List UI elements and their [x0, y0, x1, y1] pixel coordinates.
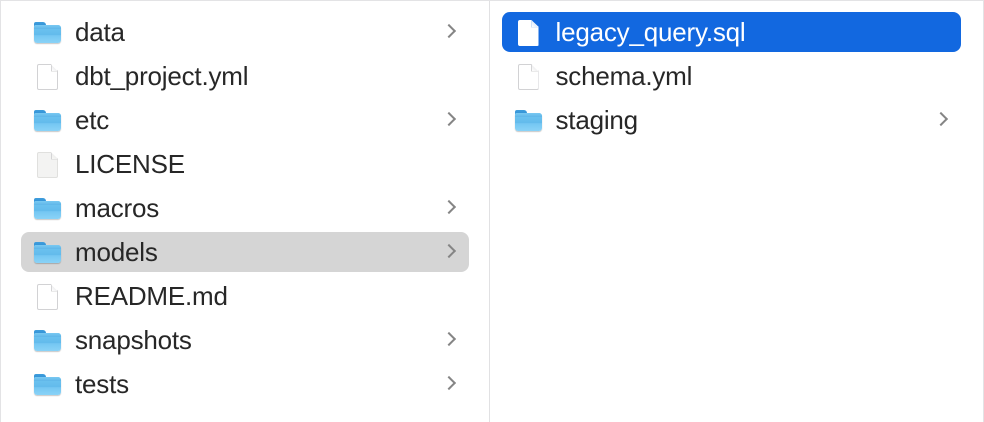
file-name-label: data — [75, 17, 125, 47]
file-column-models[interactable]: legacy_query.sql schema.yml staging — [489, 1, 983, 422]
chevron-right-icon[interactable] — [443, 22, 455, 42]
document-icon — [33, 62, 61, 90]
chevron-right-icon[interactable] — [443, 330, 455, 350]
chevron-right-icon[interactable] — [443, 110, 455, 130]
file-row[interactable]: macros — [21, 188, 469, 228]
chevron-right-icon — [443, 154, 455, 174]
chevron-right-icon[interactable] — [443, 198, 455, 218]
file-row[interactable]: snapshots — [21, 320, 469, 360]
file-name-label: snapshots — [75, 325, 192, 355]
file-row[interactable]: tests — [21, 364, 469, 404]
file-row[interactable]: legacy_query.sql — [501, 12, 961, 52]
document-plain-icon — [33, 150, 61, 178]
folder-icon — [33, 194, 61, 222]
document-icon — [514, 62, 542, 90]
file-row[interactable]: staging — [502, 100, 962, 140]
chevron-right-icon[interactable] — [935, 110, 947, 130]
chevron-right-icon[interactable] — [443, 374, 455, 394]
chevron-right-icon — [935, 66, 947, 86]
chevron-right-icon — [443, 66, 455, 86]
file-row[interactable]: LICENSE — [21, 144, 469, 184]
file-name-label: dbt_project.yml — [75, 61, 249, 91]
file-name-label: legacy_query.sql — [555, 17, 746, 47]
folder-icon — [33, 326, 61, 354]
folder-icon — [33, 106, 61, 134]
file-row[interactable]: models — [21, 232, 469, 272]
file-row[interactable]: README.md — [21, 276, 469, 316]
document-icon — [33, 282, 61, 310]
file-name-label: models — [75, 237, 158, 267]
file-row[interactable]: schema.yml — [502, 56, 962, 96]
document-icon — [514, 18, 542, 46]
file-name-label: schema.yml — [555, 61, 693, 91]
folder-icon — [33, 238, 61, 266]
chevron-right-icon — [443, 286, 455, 306]
chevron-right-icon — [935, 22, 947, 42]
folder-icon — [514, 106, 542, 134]
file-name-label: tests — [75, 369, 129, 399]
file-name-label: macros — [75, 193, 160, 223]
file-name-label: staging — [555, 105, 639, 135]
folder-icon — [33, 370, 61, 398]
file-row[interactable]: etc — [21, 100, 469, 140]
file-name-label: LICENSE — [75, 149, 185, 179]
chevron-right-icon[interactable] — [443, 242, 455, 262]
file-row[interactable]: dbt_project.yml — [21, 56, 469, 96]
file-name-label: README.md — [75, 281, 228, 311]
file-name-label: etc — [75, 105, 110, 135]
folder-icon — [33, 18, 61, 46]
file-row[interactable]: data — [21, 12, 469, 52]
